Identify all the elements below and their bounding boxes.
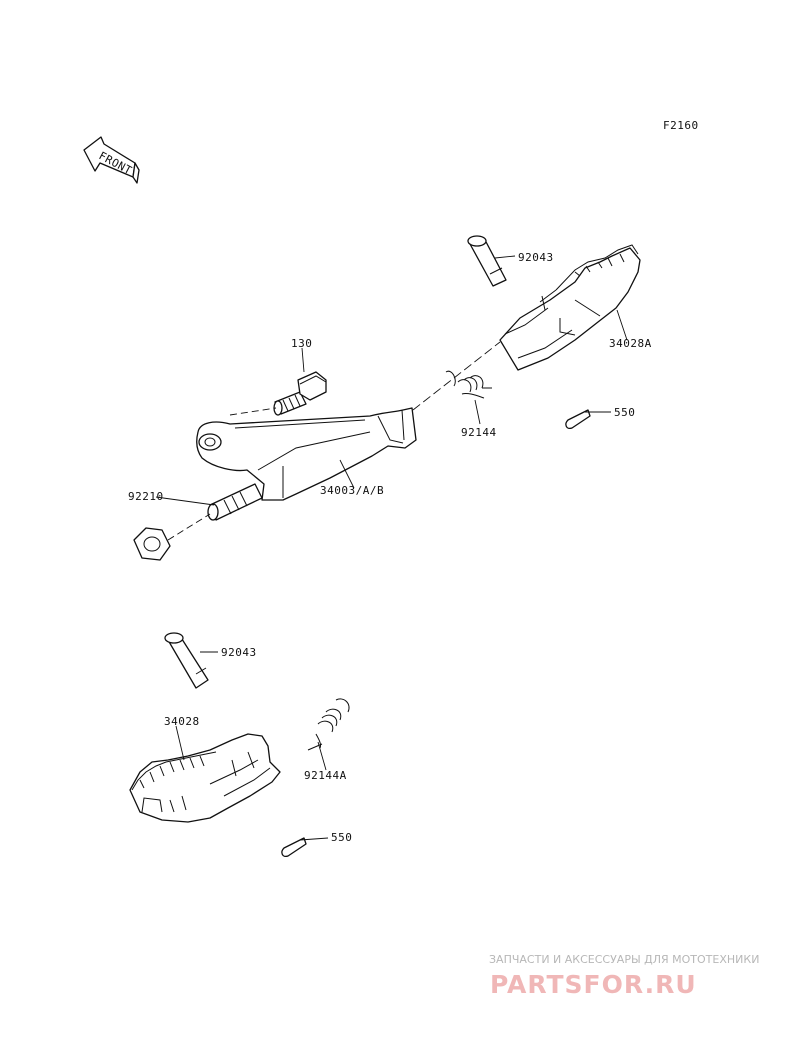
label-step-left: 34028 — [164, 715, 200, 728]
return-spring-left — [307, 698, 350, 751]
label-spring-left: 92144A — [304, 769, 347, 782]
footpeg-left — [129, 733, 281, 823]
clevis-pin-right — [467, 235, 507, 287]
leader-lines — [155, 255, 628, 841]
diagram-code: F2160 — [663, 119, 699, 132]
pivot-bolt — [273, 371, 327, 416]
label-pin-right: 92043 — [518, 251, 554, 264]
cotter-pin-left — [281, 837, 307, 858]
return-spring-right — [445, 370, 492, 399]
label-step-right: 34028A — [609, 337, 652, 350]
watermark: ЗАПЧАСТИ И АКСЕССУАРЫ ДЛЯ МОТОТЕХНИКИ PA… — [489, 953, 759, 999]
label-cotter-right: 550 — [614, 406, 635, 419]
watermark-tagline: ЗАПЧАСТИ И АКСЕССУАРЫ ДЛЯ МОТОТЕХНИКИ — [489, 953, 759, 966]
watermark-brand: PARTSFOR.RU — [490, 970, 697, 999]
nut — [133, 527, 171, 561]
front-arrow-icon: FRONT — [83, 136, 140, 184]
label-spring-right: 92144 — [461, 426, 497, 439]
step-bracket — [196, 407, 417, 501]
cotter-pin-right — [565, 409, 591, 430]
pivot-shaft — [207, 483, 263, 521]
label-cotter-left: 550 — [331, 831, 352, 844]
part-labels: 130 92210 34003/A/B 92043 34028A 92144 5… — [128, 251, 652, 844]
footpeg-right — [499, 244, 641, 371]
label-step-bracket: 34003/A/B — [320, 484, 384, 497]
clevis-pin-left — [164, 632, 209, 689]
label-pin-left: 92043 — [221, 646, 257, 659]
label-nut: 92210 — [128, 490, 164, 503]
label-pivot-bolt: 130 — [291, 337, 312, 350]
